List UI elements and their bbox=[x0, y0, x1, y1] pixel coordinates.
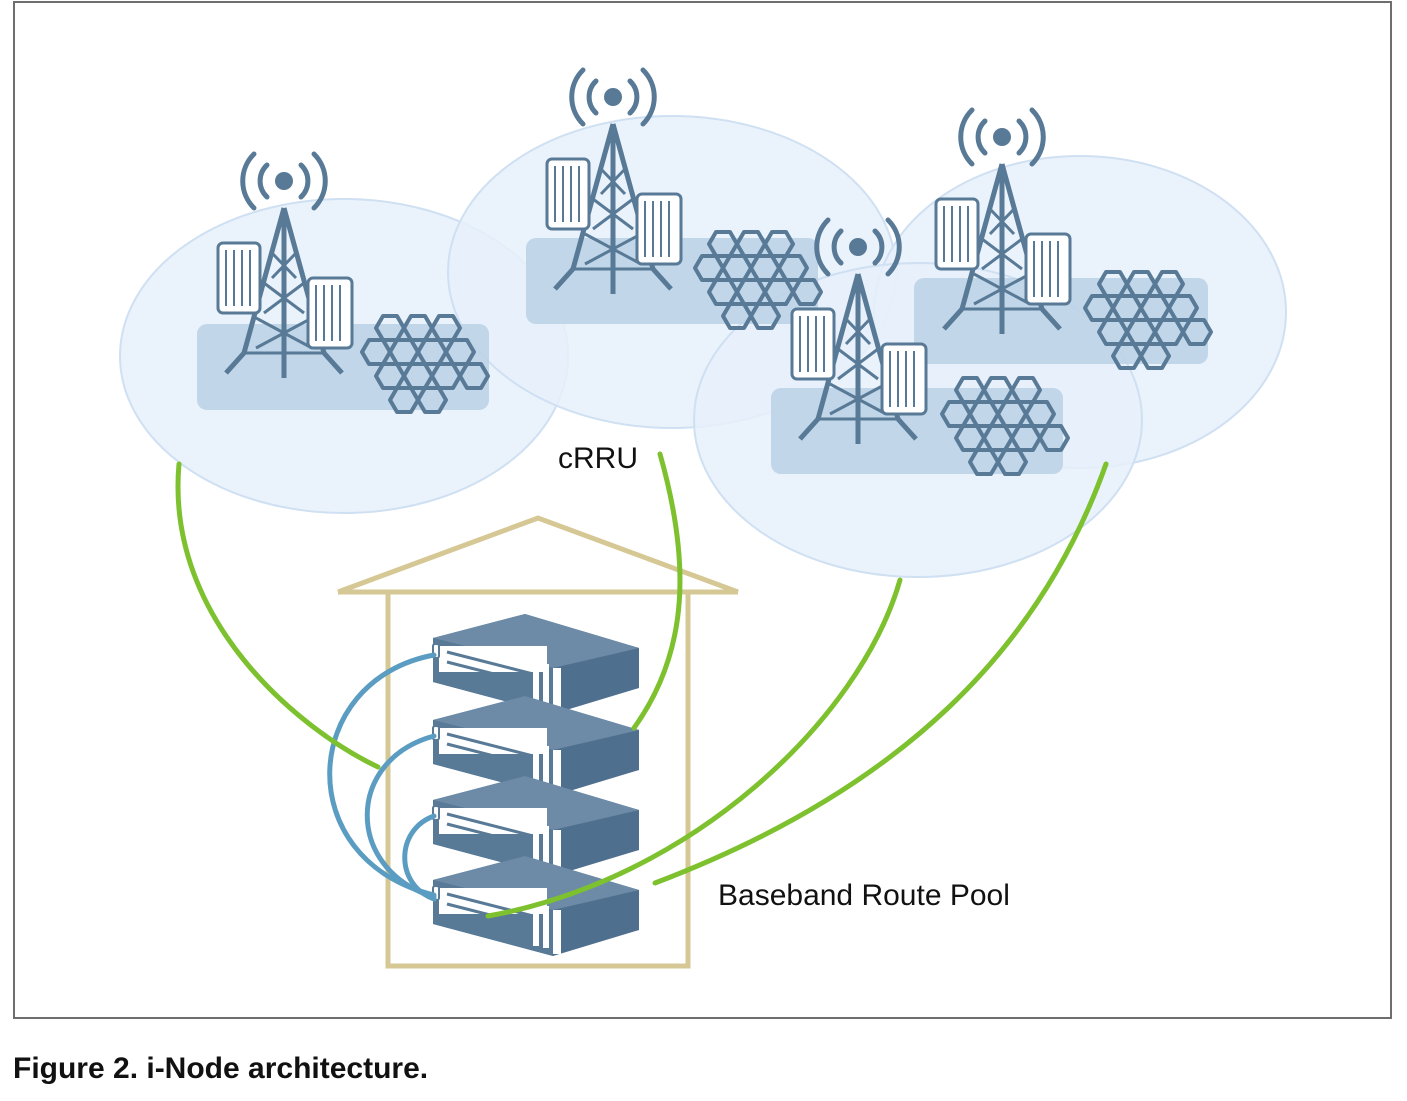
baseband-route-pool-label: Baseband Route Pool bbox=[718, 879, 1010, 912]
interconnect-cables bbox=[327, 652, 437, 902]
crru-label: cRRU bbox=[558, 442, 638, 475]
ground-pad-3 bbox=[771, 388, 1063, 474]
baseband-server-icon bbox=[431, 612, 641, 716]
building-outline-icon bbox=[337, 515, 739, 969]
figure-caption: Figure 2. i-Node architecture. bbox=[13, 1052, 429, 1085]
fiber-links bbox=[175, 451, 1109, 919]
